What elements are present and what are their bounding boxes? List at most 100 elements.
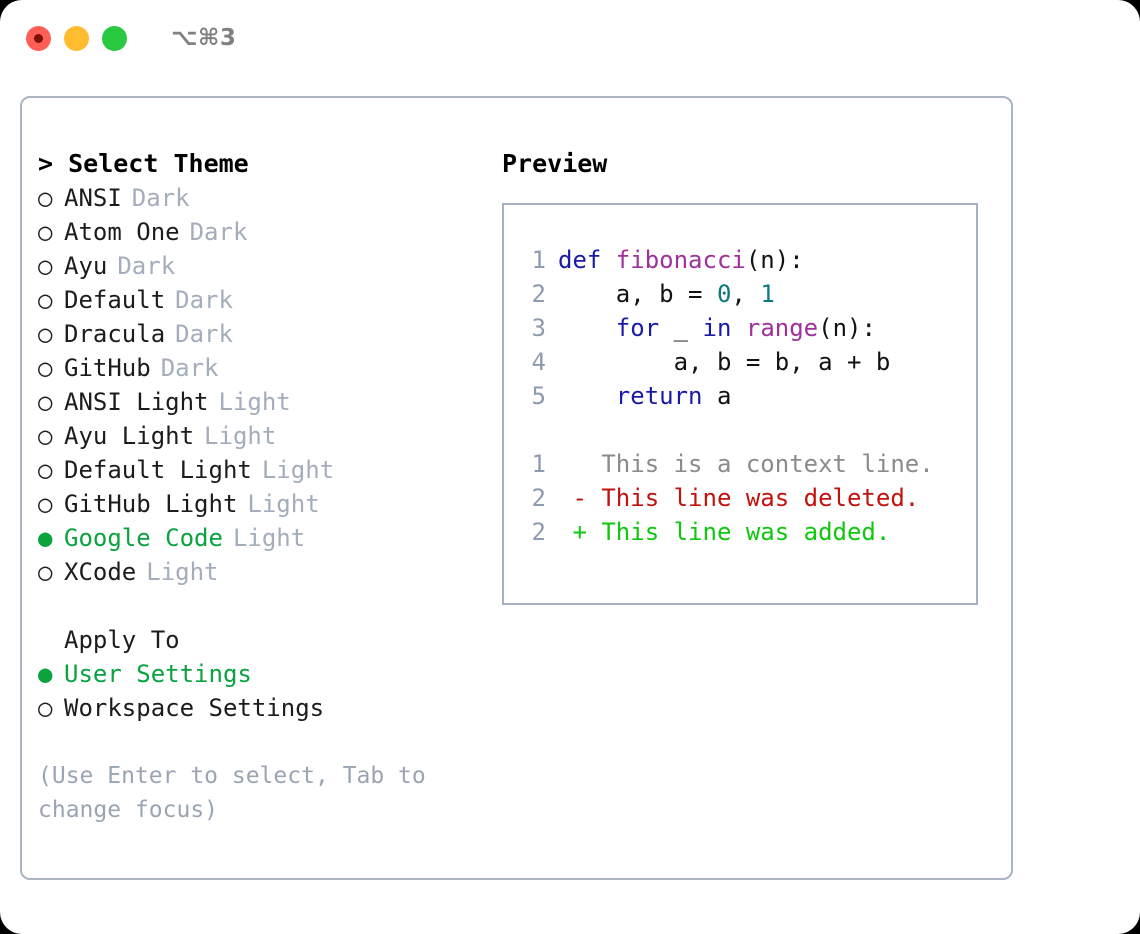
preview-title: Preview <box>502 149 608 178</box>
radio-unselected-icon[interactable]: ○ <box>38 490 53 518</box>
theme-variant-badge: Dark <box>160 354 219 382</box>
keyboard-shortcut-label: ⌥⌘3 <box>171 25 237 51</box>
diff-line: 1 This is a context line. <box>518 447 934 481</box>
theme-variant-badge: Dark <box>131 184 190 212</box>
theme-name: ANSI Light <box>64 388 209 416</box>
theme-name: ANSI <box>64 184 122 212</box>
theme-variant-badge: Light <box>247 490 320 518</box>
radio-unselected-icon[interactable]: ○ <box>38 354 53 382</box>
line-number: 5 <box>531 382 546 410</box>
radio-unselected-icon[interactable]: ○ <box>38 184 53 212</box>
theme-list-item[interactable]: ○ GitHub Light Light <box>38 487 478 521</box>
apply-to-item[interactable]: ● User Settings <box>38 657 478 691</box>
radio-unselected-icon[interactable]: ○ <box>38 320 53 348</box>
line-number: 2 <box>531 280 546 308</box>
theme-variant-badge: Light <box>261 456 335 484</box>
maximize-button[interactable] <box>102 25 127 51</box>
code-token: fibonacci <box>615 246 746 274</box>
theme-name: Default Light <box>64 456 252 484</box>
line-number: 2 <box>531 484 546 512</box>
line-number: 1 <box>531 246 546 274</box>
theme-variant-badge: Dark <box>117 252 176 280</box>
diff-text: This is a context line. <box>558 450 934 478</box>
theme-list-item[interactable]: ○ Ayu Dark <box>38 249 478 283</box>
code-token: 1 <box>760 280 775 308</box>
theme-variant-badge: Dark <box>175 320 233 348</box>
apply-to-label: User Settings <box>64 660 252 688</box>
code-token: range <box>745 314 819 342</box>
line-number: 3 <box>531 314 546 342</box>
preview-separator <box>518 413 934 447</box>
theme-list-item[interactable]: ○ Dracula Dark <box>38 317 478 351</box>
code-token: in <box>702 314 732 342</box>
diff-text: - This line was deleted. <box>558 484 920 512</box>
list-spacer <box>38 589 478 623</box>
radio-unselected-icon[interactable]: ○ <box>38 286 53 314</box>
theme-variant-badge: Light <box>146 558 219 586</box>
apply-to-label: Workspace Settings <box>64 694 325 722</box>
minimize-button[interactable] <box>64 25 89 51</box>
theme-variant-badge: Light <box>218 388 291 416</box>
theme-name: Ayu <box>64 252 108 280</box>
code-token: a, b = <box>558 280 717 308</box>
theme-list-item[interactable]: ○ ANSI Light Light <box>38 385 478 419</box>
radio-selected-icon[interactable]: ● <box>38 524 53 552</box>
theme-list-item[interactable]: ● Google Code Light <box>38 521 478 555</box>
code-line: 5 return a <box>518 379 934 413</box>
code-token: a, b = b, a + b <box>558 348 891 376</box>
radio-unselected-icon[interactable]: ○ <box>38 694 53 722</box>
line-number: 1 <box>531 450 546 478</box>
radio-unselected-icon[interactable]: ○ <box>38 252 53 280</box>
radio-unselected-icon[interactable]: ○ <box>38 422 53 450</box>
theme-name: Dracula <box>64 320 166 348</box>
code-line: 3 for _ in range(n): <box>518 311 934 345</box>
theme-list-item[interactable]: ○ GitHub Dark <box>38 351 478 385</box>
diff-text: + This line was added. <box>558 518 891 546</box>
line-number: 4 <box>531 348 546 376</box>
apply-to-header: Apply To <box>64 626 180 654</box>
theme-name: Ayu Light <box>64 422 195 450</box>
theme-name: XCode <box>64 558 137 586</box>
theme-name: Google Code <box>64 524 223 552</box>
title-bar: ⌥⌘3 <box>0 0 1140 76</box>
radio-unselected-icon[interactable]: ○ <box>38 218 53 246</box>
code-token: def <box>558 246 616 274</box>
theme-list-item[interactable]: ○ XCode Light <box>38 555 478 589</box>
code-token: return <box>615 382 703 410</box>
code-token: (n): <box>818 314 876 342</box>
theme-variant-badge: Dark <box>175 286 233 314</box>
theme-list-item[interactable]: ○ Default Light Light <box>38 453 478 487</box>
theme-list-item[interactable]: ○ ANSI Dark <box>38 181 478 215</box>
code-token <box>558 382 616 410</box>
code-token: 0 <box>716 280 732 308</box>
traffic-light-buttons <box>26 25 127 51</box>
close-button[interactable] <box>26 25 51 51</box>
code-line: 1 def fibonacci(n): <box>518 243 934 277</box>
code-token: for <box>615 314 660 342</box>
radio-unselected-icon[interactable]: ○ <box>38 456 53 484</box>
code-token: (n): <box>745 246 804 274</box>
radio-unselected-icon[interactable]: ○ <box>38 558 53 586</box>
radio-selected-icon[interactable]: ● <box>38 660 53 688</box>
code-line: 2 a, b = 0, 1 <box>518 277 934 311</box>
code-token: , <box>731 280 761 308</box>
radio-unselected-icon[interactable]: ○ <box>38 388 53 416</box>
theme-variant-badge: Light <box>232 524 306 552</box>
code-token <box>558 314 616 342</box>
theme-name: GitHub <box>64 354 151 382</box>
apply-to-list[interactable]: ● User Settings ○ Workspace Settings <box>38 657 478 725</box>
code-token: _ <box>659 314 703 342</box>
theme-name: Atom One <box>64 218 180 246</box>
theme-name: GitHub Light <box>64 490 238 518</box>
apply-to-item[interactable]: ○ Workspace Settings <box>38 691 478 725</box>
